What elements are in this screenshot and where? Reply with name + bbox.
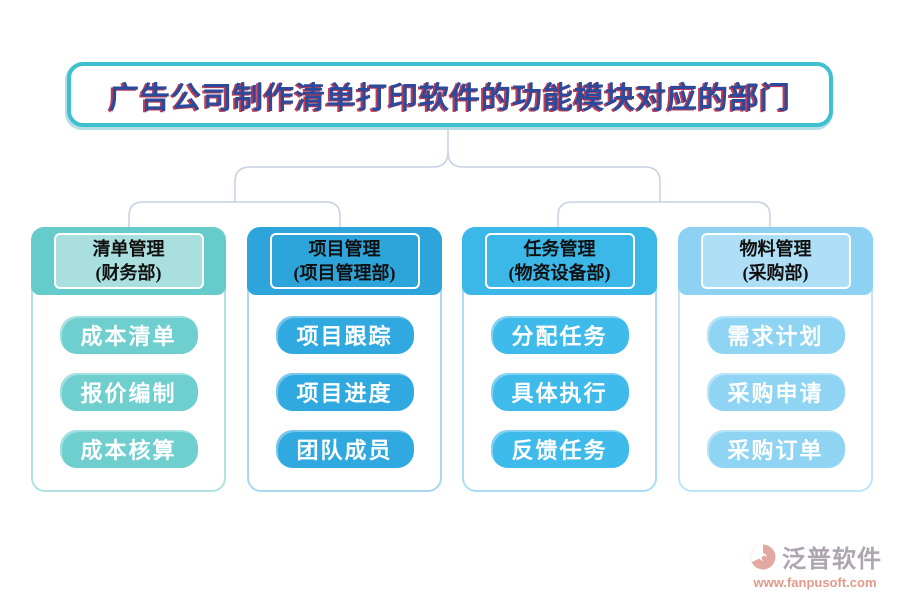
module-card-task-management: 任务管理 (物资设备部) 分配任务 具体执行 反馈任务 [462,227,657,492]
feature-pill: 需求计划 [706,316,845,354]
module-card-list-management: 清单管理 (财务部) 成本清单 报价编制 成本核算 [31,227,226,492]
vendor-url: www.fanpusoft.com [753,575,877,590]
module-dept: (物资设备部) [508,263,611,283]
feature-pill: 具体执行 [490,373,629,411]
feature-pill: 采购申请 [706,373,845,411]
module-dept: (项目管理部) [293,263,396,283]
module-card-project-management: 项目管理 (项目管理部) 项目跟踪 项目进度 团队成员 [247,227,442,492]
module-dept: (采购部) [742,263,809,283]
module-items: 项目跟踪 项目进度 团队成员 [249,295,440,490]
module-dept: (财务部) [95,263,162,283]
feature-pill: 项目进度 [275,373,414,411]
diagram-title: 广告公司制作清单打印软件的功能模块对应的部门 [109,81,791,115]
module-header-cap: 项目管理 (项目管理部) [247,227,442,295]
feature-pill: 成本清单 [59,316,198,354]
feature-pill: 项目跟踪 [275,316,414,354]
feature-pill: 采购订单 [706,430,845,468]
fanpu-logo-icon [750,544,776,569]
diagram-title-box: 广告公司制作清单打印软件的功能模块对应的部门 [67,62,833,127]
module-header-label: 项目管理 (项目管理部) [269,232,420,290]
module-header-label: 清单管理 (财务部) [53,232,204,290]
module-header-label: 物料管理 (采购部) [700,232,851,290]
module-header-cap: 物料管理 (采购部) [678,227,873,295]
feature-pill: 成本核算 [59,430,198,468]
module-name: 任务管理 [523,238,596,259]
vendor-watermark: 泛普软件 www.fanpusoft.com [748,539,882,590]
module-items: 需求计划 采购申请 采购订单 [680,295,871,490]
module-name: 项目管理 [308,238,381,259]
feature-pill: 报价编制 [59,373,198,411]
feature-pill: 团队成员 [275,430,414,468]
module-header-cap: 任务管理 (物资设备部) [462,227,657,295]
module-header-label: 任务管理 (物资设备部) [484,232,635,290]
module-name: 清单管理 [92,238,165,259]
feature-pill: 反馈任务 [490,430,629,468]
module-header-cap: 清单管理 (财务部) [31,227,226,295]
module-name: 物料管理 [739,238,812,259]
module-items: 成本清单 报价编制 成本核算 [33,295,224,490]
vendor-name: 泛普软件 [782,547,882,573]
module-card-material-management: 物料管理 (采购部) 需求计划 采购申请 采购订单 [678,227,873,492]
feature-pill: 分配任务 [490,316,629,354]
module-items: 分配任务 具体执行 反馈任务 [464,295,655,490]
